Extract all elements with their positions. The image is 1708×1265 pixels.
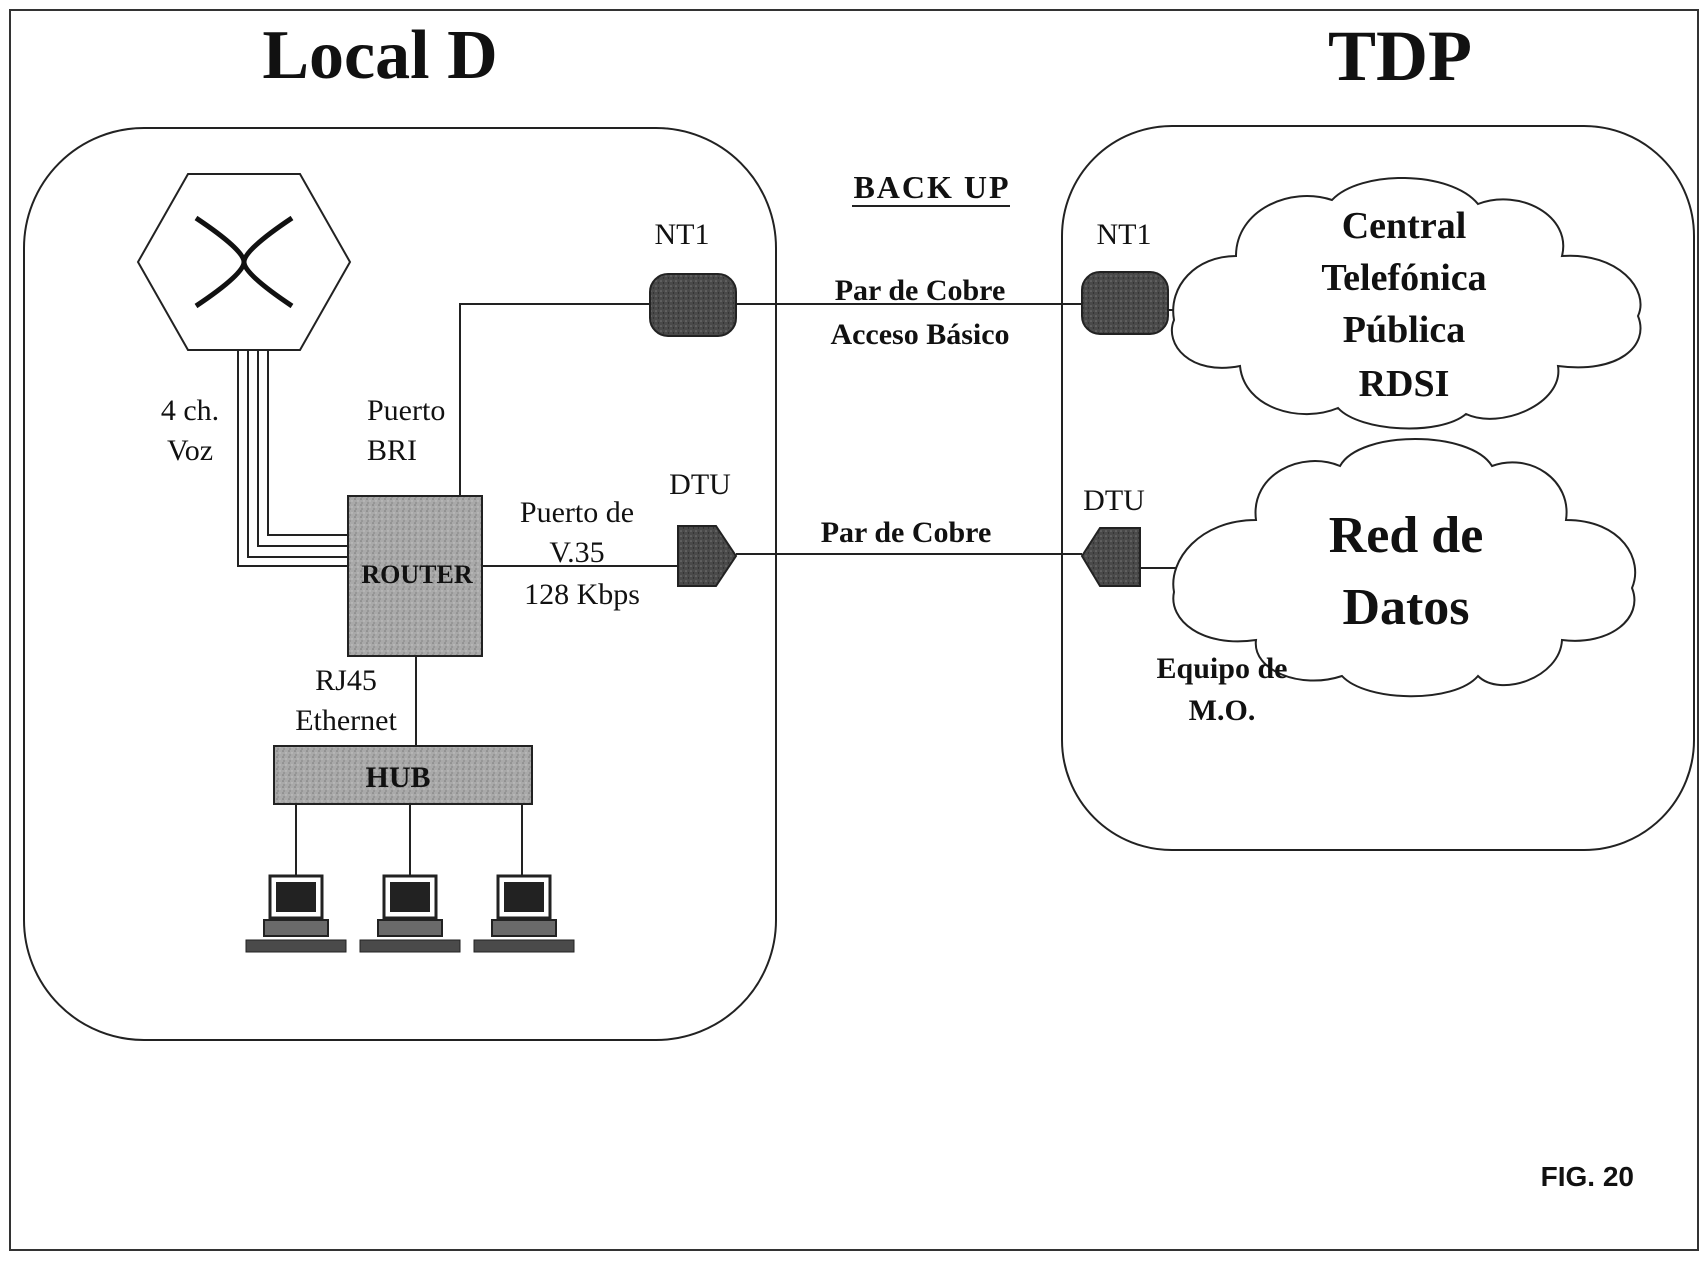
dtu-remote-label: DTU bbox=[1083, 484, 1145, 517]
dtu-remote-device bbox=[1080, 527, 1141, 587]
equipment-label-line-2: M.O. bbox=[1189, 694, 1256, 727]
voice-channel-1 bbox=[237, 350, 348, 567]
pc-links bbox=[295, 804, 523, 876]
voice-label-line-2: Voz bbox=[167, 434, 213, 467]
voice-label-line-1: 4 ch. bbox=[161, 394, 219, 427]
computer-icon-1 bbox=[245, 874, 347, 953]
figure-label: FIG. 20 bbox=[1541, 1161, 1634, 1192]
data-cloud-line-1: Red de bbox=[1329, 507, 1484, 564]
rdsi-cloud-line-1: Central bbox=[1342, 205, 1467, 247]
page-frame bbox=[9, 9, 1699, 1251]
rdsi-cloud-line-2: Telefónica bbox=[1321, 257, 1486, 299]
nt1-local-label: NT1 bbox=[655, 218, 710, 251]
router-label: ROUTER bbox=[361, 560, 472, 589]
isdn-link-label-line-1: Par de Cobre bbox=[835, 274, 1006, 307]
tdp-title: TDP bbox=[1328, 16, 1472, 96]
rdsi-cloud-line-4: RDSI bbox=[1359, 363, 1450, 405]
voice-channels bbox=[237, 350, 348, 567]
nt1-local-device bbox=[649, 273, 737, 337]
backup-label: BACK UP bbox=[853, 169, 1010, 205]
equipment-label-line-1: Equipo de bbox=[1157, 652, 1288, 685]
cross-icon bbox=[194, 215, 294, 309]
voice-channel-4 bbox=[267, 350, 348, 536]
nt1-remote-device bbox=[1081, 271, 1169, 335]
local-zone bbox=[23, 127, 777, 1041]
bri-label-line-1: Puerto bbox=[367, 394, 445, 427]
data-link-label: Par de Cobre bbox=[821, 516, 992, 549]
pbx-switch bbox=[136, 173, 352, 351]
rj45-label-line-2: Ethernet bbox=[295, 704, 397, 737]
local-title: Local D bbox=[262, 17, 497, 94]
nt1-remote-label: NT1 bbox=[1097, 218, 1152, 251]
computer-icon-2 bbox=[359, 874, 461, 953]
v35-label-line-3: 128 Kbps bbox=[524, 578, 640, 611]
bri-label-line-2: BRI bbox=[367, 434, 417, 467]
computer-icon-3 bbox=[473, 874, 575, 953]
rdsi-cloud bbox=[1171, 177, 1642, 430]
voice-channel-3 bbox=[257, 350, 348, 547]
v35-label-line-2: V.35 bbox=[549, 536, 604, 569]
hub-box bbox=[273, 745, 533, 805]
isdn-link-label-line-2: Acceso Básico bbox=[830, 318, 1009, 351]
v35-label-line-1: Puerto de bbox=[520, 496, 634, 529]
bri-link bbox=[459, 303, 652, 496]
data-cloud-line-2: Datos bbox=[1342, 579, 1469, 636]
voice-channel-2 bbox=[247, 350, 348, 558]
data-cloud bbox=[1172, 438, 1637, 698]
rdsi-cloud-line-3: Pública bbox=[1343, 309, 1465, 351]
hub-label: HUB bbox=[365, 761, 430, 794]
dtu-local-device bbox=[677, 525, 738, 587]
dtu-local-label: DTU bbox=[669, 468, 731, 501]
rj45-label-line-1: RJ45 bbox=[315, 664, 377, 697]
tdp-zone bbox=[1061, 125, 1695, 851]
